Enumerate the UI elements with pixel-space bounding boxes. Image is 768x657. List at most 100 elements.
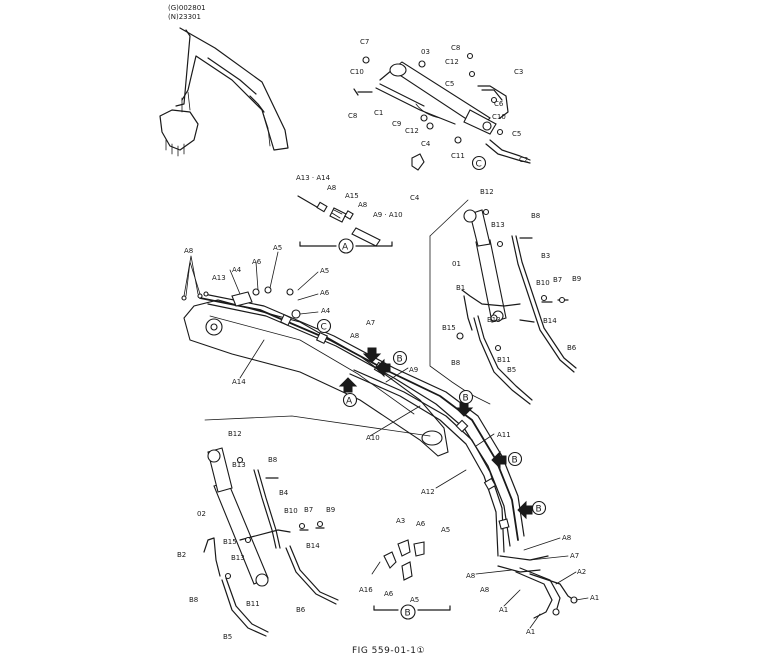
label-b2: B2 <box>177 551 186 559</box>
label-b15-left: B15 <box>223 538 237 546</box>
label-b13-right-1: B13 <box>491 221 505 229</box>
label-b12-left: B12 <box>228 430 242 438</box>
detail-marker-b-3: B <box>507 451 523 467</box>
svg-text:A: A <box>342 243 349 253</box>
detail-marker-c-boom: C <box>316 318 332 334</box>
label-b1: B1 <box>456 284 465 292</box>
label-a5-boom-1: A5 <box>273 244 282 252</box>
label-a8-detail-1: A8 <box>327 184 336 192</box>
detail-b-arm-cylinder-01 <box>429 199 577 405</box>
label-a5-detail-b-1: A5 <box>441 526 450 534</box>
label-b11-right: B11 <box>497 356 511 364</box>
detail-marker-b-2: B <box>458 389 474 405</box>
label-a1-bottom: A1 <box>526 628 535 636</box>
arrow-b-left-3 <box>491 450 507 470</box>
label-b13-right-2: B13 <box>487 316 501 324</box>
svg-text:B: B <box>463 394 469 404</box>
label-b7-right: B7 <box>553 276 562 284</box>
detail-marker-b-1: B <box>392 350 408 366</box>
label-b14-right: B14 <box>543 317 557 325</box>
label-b5-left: B5 <box>223 633 232 641</box>
label-a3: A3 <box>396 517 405 525</box>
label-c5-right: C5 <box>512 130 521 138</box>
label-c12-mid: C12 <box>405 127 419 135</box>
label-a9a10-detail: A9 · A10 <box>373 211 403 219</box>
detail-marker-b-4: B <box>531 500 547 516</box>
label-a4-boom-2: A4 <box>321 307 331 315</box>
label-a8-boom: A8 <box>184 247 193 255</box>
label-c4-top: C4 <box>421 140 431 148</box>
main-boom-assembly <box>181 261 578 619</box>
label-b12-right: B12 <box>480 188 494 196</box>
bucket-cylinder-group <box>353 52 531 171</box>
label-b13-left-1: B13 <box>232 461 246 469</box>
label-b8-left-2: B8 <box>189 596 198 604</box>
label-b10-left: B10 <box>284 507 298 515</box>
label-c12-top: C12 <box>445 58 459 66</box>
label-c1: C1 <box>374 109 383 117</box>
label-b14-left: B14 <box>306 542 320 550</box>
label-a14: A14 <box>232 378 246 386</box>
detail-b-group <box>371 539 451 611</box>
label-a2: A2 <box>577 568 586 576</box>
label-a16: A16 <box>359 586 373 594</box>
label-b3: B3 <box>541 252 550 260</box>
label-a8-end-2: A8 <box>466 572 475 580</box>
label-a12: A12 <box>421 488 435 496</box>
svg-text:B: B <box>405 609 411 619</box>
excavator-thumbnail <box>159 27 289 157</box>
svg-text:C: C <box>321 323 327 333</box>
label-a1-left: A1 <box>499 606 508 614</box>
label-a13-boom: A13 <box>212 274 226 282</box>
label-a6-boom-2: A6 <box>320 289 330 297</box>
label-a6-detail-b: A6 <box>416 520 426 528</box>
label-a13a14-detail: A13 · A14 <box>296 174 331 182</box>
label-b6-left: B6 <box>296 606 306 614</box>
label-a11: A11 <box>497 431 511 439</box>
label-b13-left-2: B13 <box>231 554 245 562</box>
label-a4-boom-1: A4 <box>232 266 242 274</box>
label-a15: A15 <box>345 192 359 200</box>
detail-a-group <box>297 195 393 247</box>
label-b9-left: B9 <box>326 506 335 514</box>
label-b7-left: B7 <box>304 506 313 514</box>
label-03: 03 <box>421 48 430 56</box>
label-c6: C6 <box>494 100 504 108</box>
label-c10-top: C10 <box>350 68 364 76</box>
label-a8-boom-2: A8 <box>350 332 359 340</box>
arrow-b-left-4 <box>517 500 533 520</box>
detail-marker-b-box: B <box>400 604 416 620</box>
label-02: 02 <box>197 510 206 518</box>
label-a5-detail-b-2: A5 <box>410 596 419 604</box>
label-c7: C7 <box>360 38 369 46</box>
label-b5-right: B5 <box>507 366 516 374</box>
label-c3: C3 <box>514 68 523 76</box>
label-a8-end: A8 <box>562 534 571 542</box>
label-a8-end-3: A8 <box>480 586 489 594</box>
label-a10: A10 <box>366 434 380 442</box>
label-a6-detail-b-2: A6 <box>384 590 394 598</box>
label-b9-right: B9 <box>572 275 581 283</box>
arrow-a-down <box>362 347 382 363</box>
label-01: 01 <box>452 260 461 268</box>
label-c11: C11 <box>451 152 465 160</box>
label-c10-right: C10 <box>492 113 506 121</box>
label-c4-bottom: C4 <box>410 194 420 202</box>
arrow-b-down-2 <box>454 401 474 417</box>
label-b10-right: B10 <box>536 279 550 287</box>
arrow-a-up <box>338 377 358 393</box>
label-b15-right: B15 <box>442 324 456 332</box>
label-b8-right: B8 <box>531 212 540 220</box>
label-b6-right: B6 <box>567 344 577 352</box>
label-a7-boom: A7 <box>366 319 375 327</box>
leader-lines <box>183 251 589 629</box>
arrow-b-left-1 <box>375 358 391 378</box>
label-b11-left: B11 <box>246 600 260 608</box>
svg-text:B: B <box>512 456 518 466</box>
label-a5-boom-2: A5 <box>320 267 329 275</box>
label-c9: C9 <box>392 120 401 128</box>
label-c2: C2 <box>519 156 528 164</box>
label-a6-boom-1: A6 <box>252 258 262 266</box>
